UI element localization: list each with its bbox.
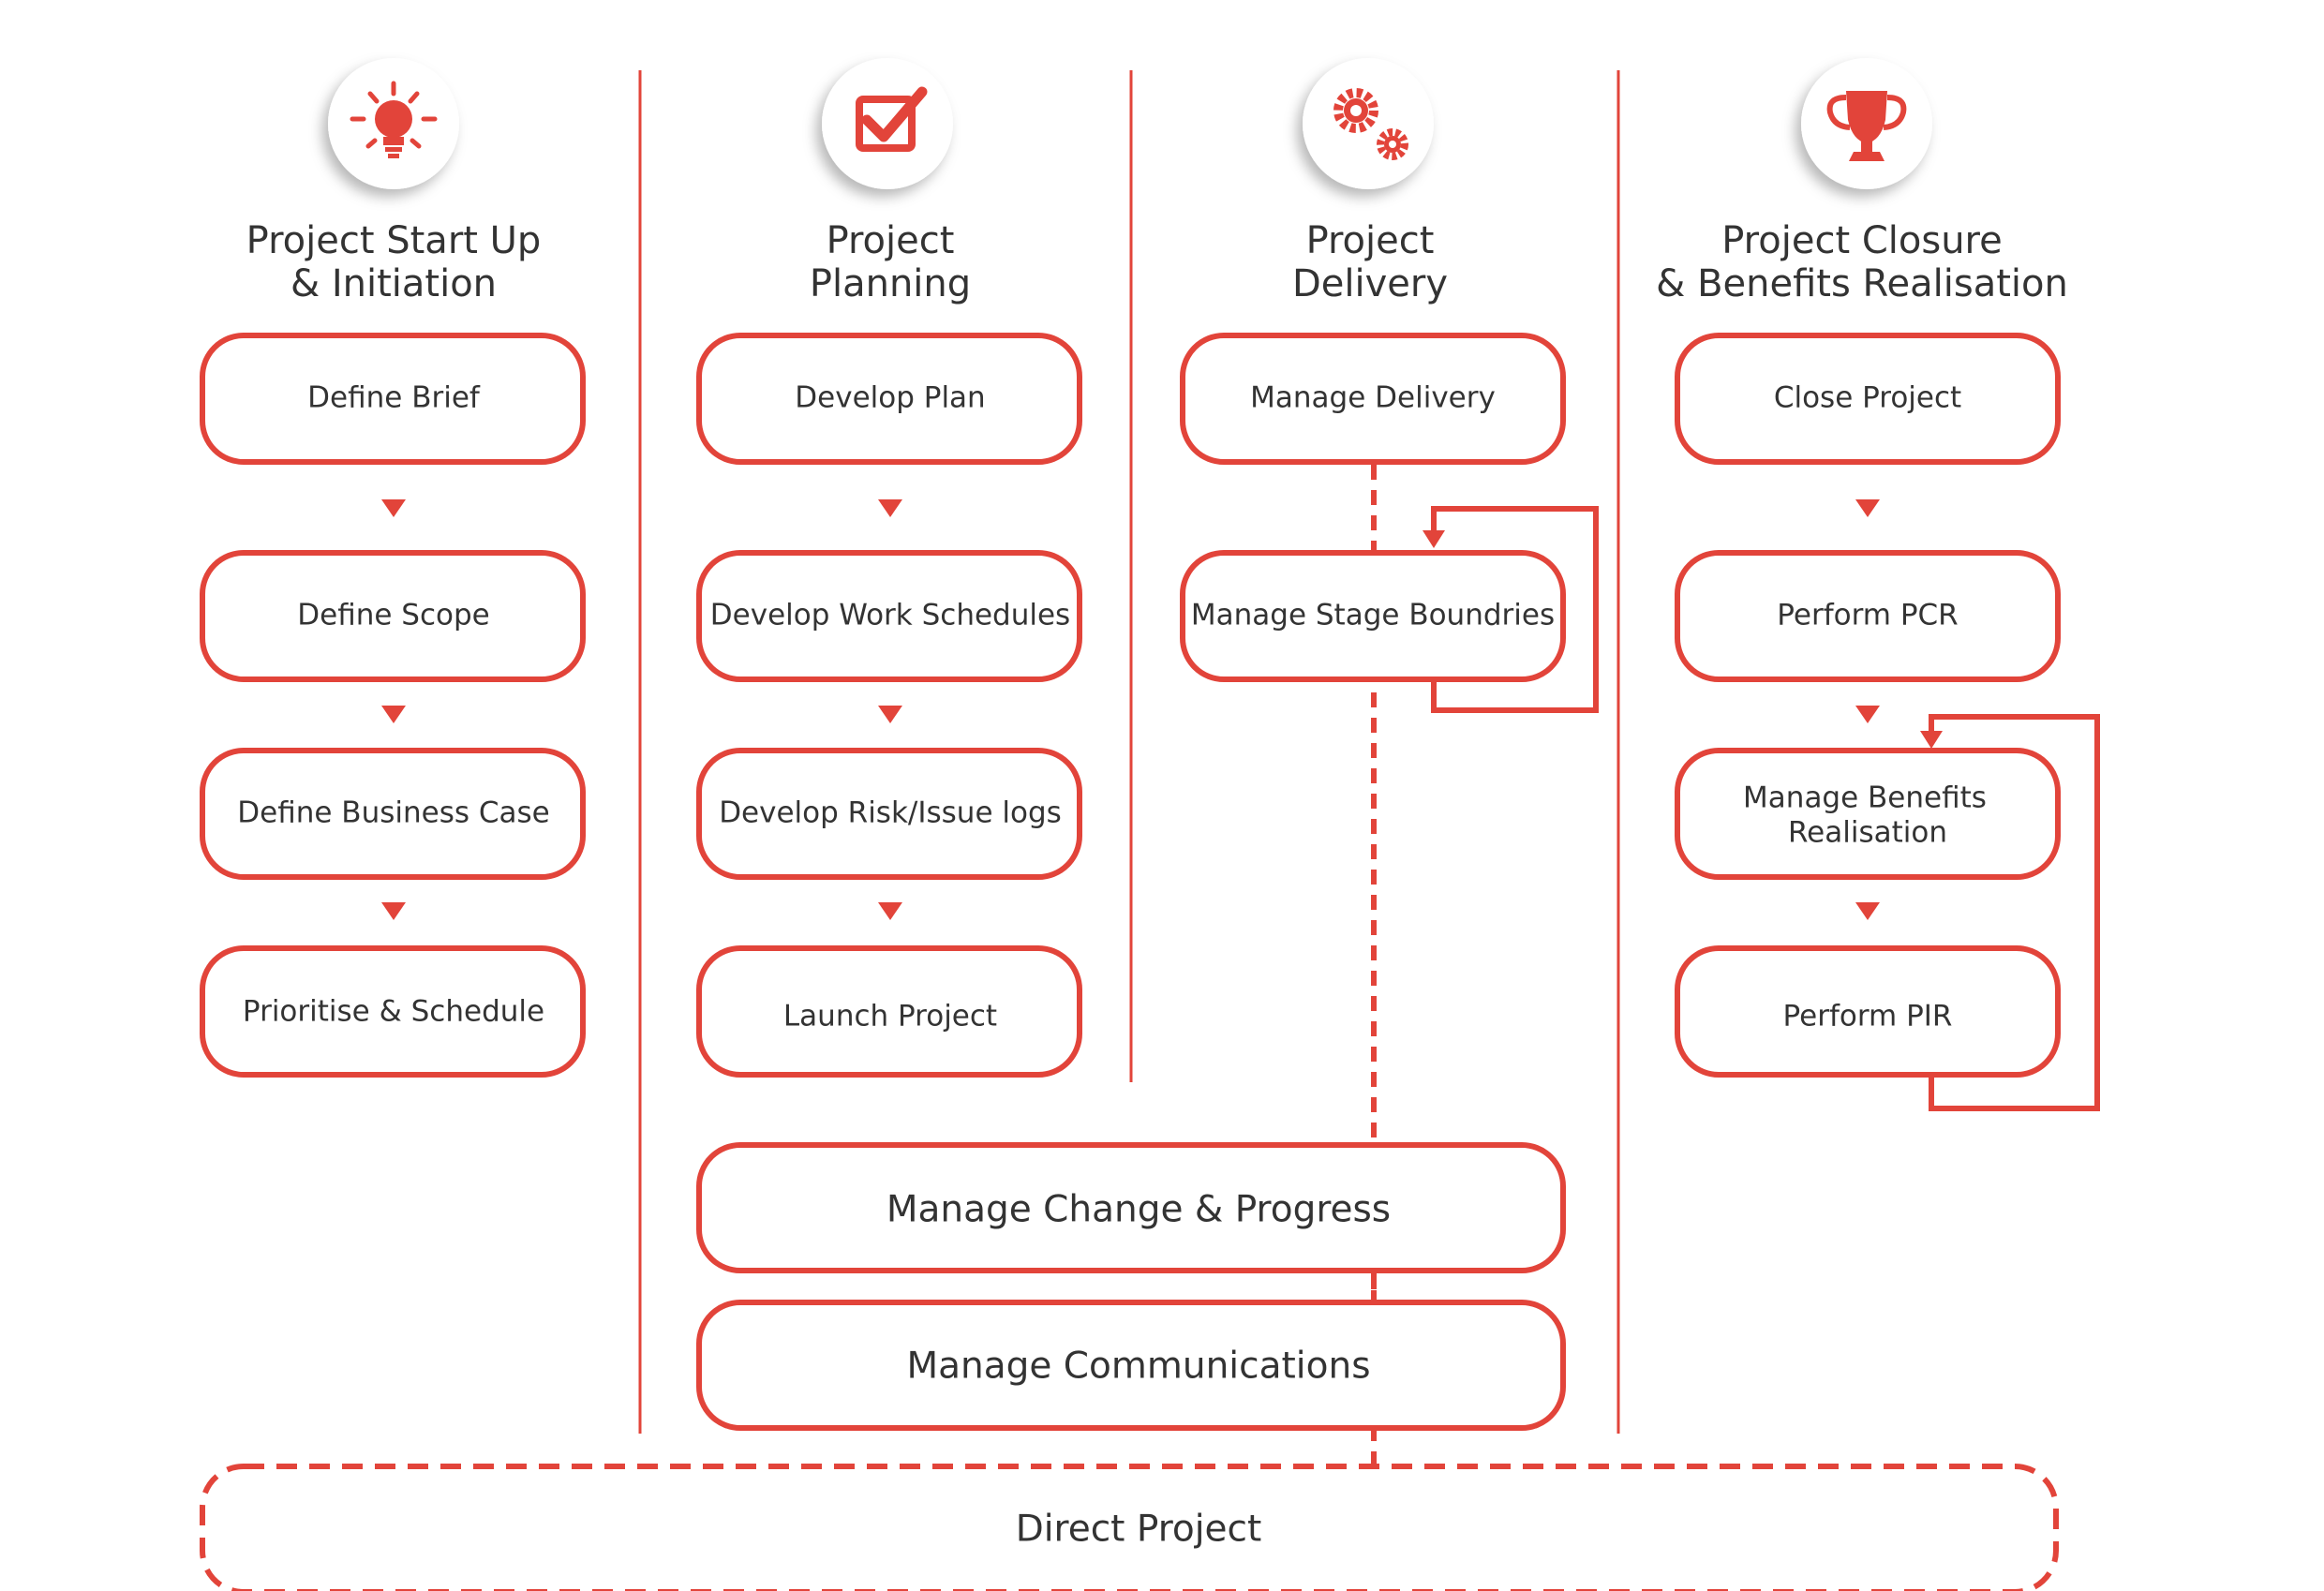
step-box: Launch Project	[696, 945, 1082, 1078]
phase-title-line1: Project Closure	[1721, 219, 2002, 262]
phase-title-line2: Delivery	[1292, 262, 1448, 305]
phase-closure: Project Closure & Benefits Realisation C…	[1656, 58, 2100, 1111]
arrow-down	[381, 902, 406, 920]
arrow-down	[1855, 499, 1880, 517]
step-label: Close Project	[1774, 381, 1961, 415]
step-label: Perform PCR	[1777, 599, 1958, 632]
step-box: Perform PIR	[1675, 945, 2061, 1078]
step-label: Manage Stage Boundries	[1191, 599, 1555, 632]
step-label: Define Scope	[297, 599, 489, 632]
step-box: Define Brief	[200, 333, 586, 465]
step-box: Close Project	[1675, 333, 2061, 465]
process-direct-project: Direct Project	[200, 1464, 2059, 1591]
step-label: Define Brief	[307, 381, 481, 415]
step-box: Manage Stage Boundries	[1180, 550, 1566, 682]
phase-title-line1: Project	[827, 219, 955, 262]
step-box: Manage Benefits Realisation	[1675, 748, 2061, 880]
step-box: Develop Plan	[696, 333, 1082, 465]
lightbulb-icon	[350, 81, 438, 158]
step-box: Develop Work Schedules	[696, 550, 1082, 682]
arrow-down	[878, 499, 902, 517]
step-label: Develop Work Schedules	[710, 599, 1070, 632]
step-label: Perform PIR	[1783, 1000, 1953, 1033]
process-label: Direct Project	[1016, 1509, 1262, 1551]
phase-delivery: Project Delivery Manage Delivery Manage …	[1180, 58, 1599, 1466]
process-manage-change: Manage Change & Progress	[696, 1142, 1566, 1273]
phase-icon-badge	[328, 58, 459, 189]
trophy-icon	[1826, 91, 1907, 161]
phase-title-line2: Planning	[810, 262, 971, 305]
loop-connector	[1920, 714, 2100, 1111]
arrow-down	[1855, 706, 1880, 723]
gears-icon	[1333, 88, 1408, 160]
step-label: Define Business Case	[237, 796, 549, 830]
phase-planning: Project Planning Develop Plan Develop Wo…	[696, 58, 1082, 1078]
step-label-line1: Manage Benefits	[1743, 781, 1987, 815]
arrow-down	[1855, 902, 1880, 920]
column-dividers	[638, 70, 1620, 1434]
phase-start-up: Project Start Up & Initiation Define Bri…	[200, 58, 586, 1078]
phase-title-line2: & Benefits Realisation	[1656, 262, 2068, 305]
loop-connector	[1423, 506, 1599, 713]
step-box: Prioritise & Schedule	[200, 945, 586, 1078]
checkbox-icon	[856, 86, 928, 152]
phase-icon-badge	[1801, 58, 1932, 189]
step-box: Perform PCR	[1675, 550, 2061, 682]
process-label: Manage Change & Progress	[886, 1189, 1391, 1231]
phase-icon-badge	[1303, 58, 1434, 189]
phase-title-line2: & Initiation	[290, 262, 497, 305]
step-box: Manage Delivery	[1180, 333, 1566, 465]
arrow-down	[381, 706, 406, 723]
arrow-down	[878, 902, 902, 920]
step-label: Develop Risk/Issue logs	[719, 796, 1062, 830]
step-label: Manage Delivery	[1250, 381, 1496, 415]
phase-icon-badge	[822, 58, 953, 189]
step-box: Develop Risk/Issue logs	[696, 748, 1082, 880]
step-label-line2: Realisation	[1788, 816, 1947, 850]
process-manage-communications: Manage Communications	[696, 1300, 1566, 1431]
arrow-down	[878, 706, 902, 723]
step-label: Develop Plan	[795, 381, 985, 415]
step-box: Define Business Case	[200, 748, 586, 880]
step-label: Prioritise & Schedule	[243, 995, 544, 1029]
phase-title-line1: Project Start Up	[246, 219, 542, 262]
step-label: Launch Project	[783, 1000, 997, 1033]
arrow-down	[381, 499, 406, 517]
step-box: Define Scope	[200, 550, 586, 682]
process-label: Manage Communications	[906, 1346, 1370, 1388]
phase-title-line1: Project	[1306, 219, 1435, 262]
